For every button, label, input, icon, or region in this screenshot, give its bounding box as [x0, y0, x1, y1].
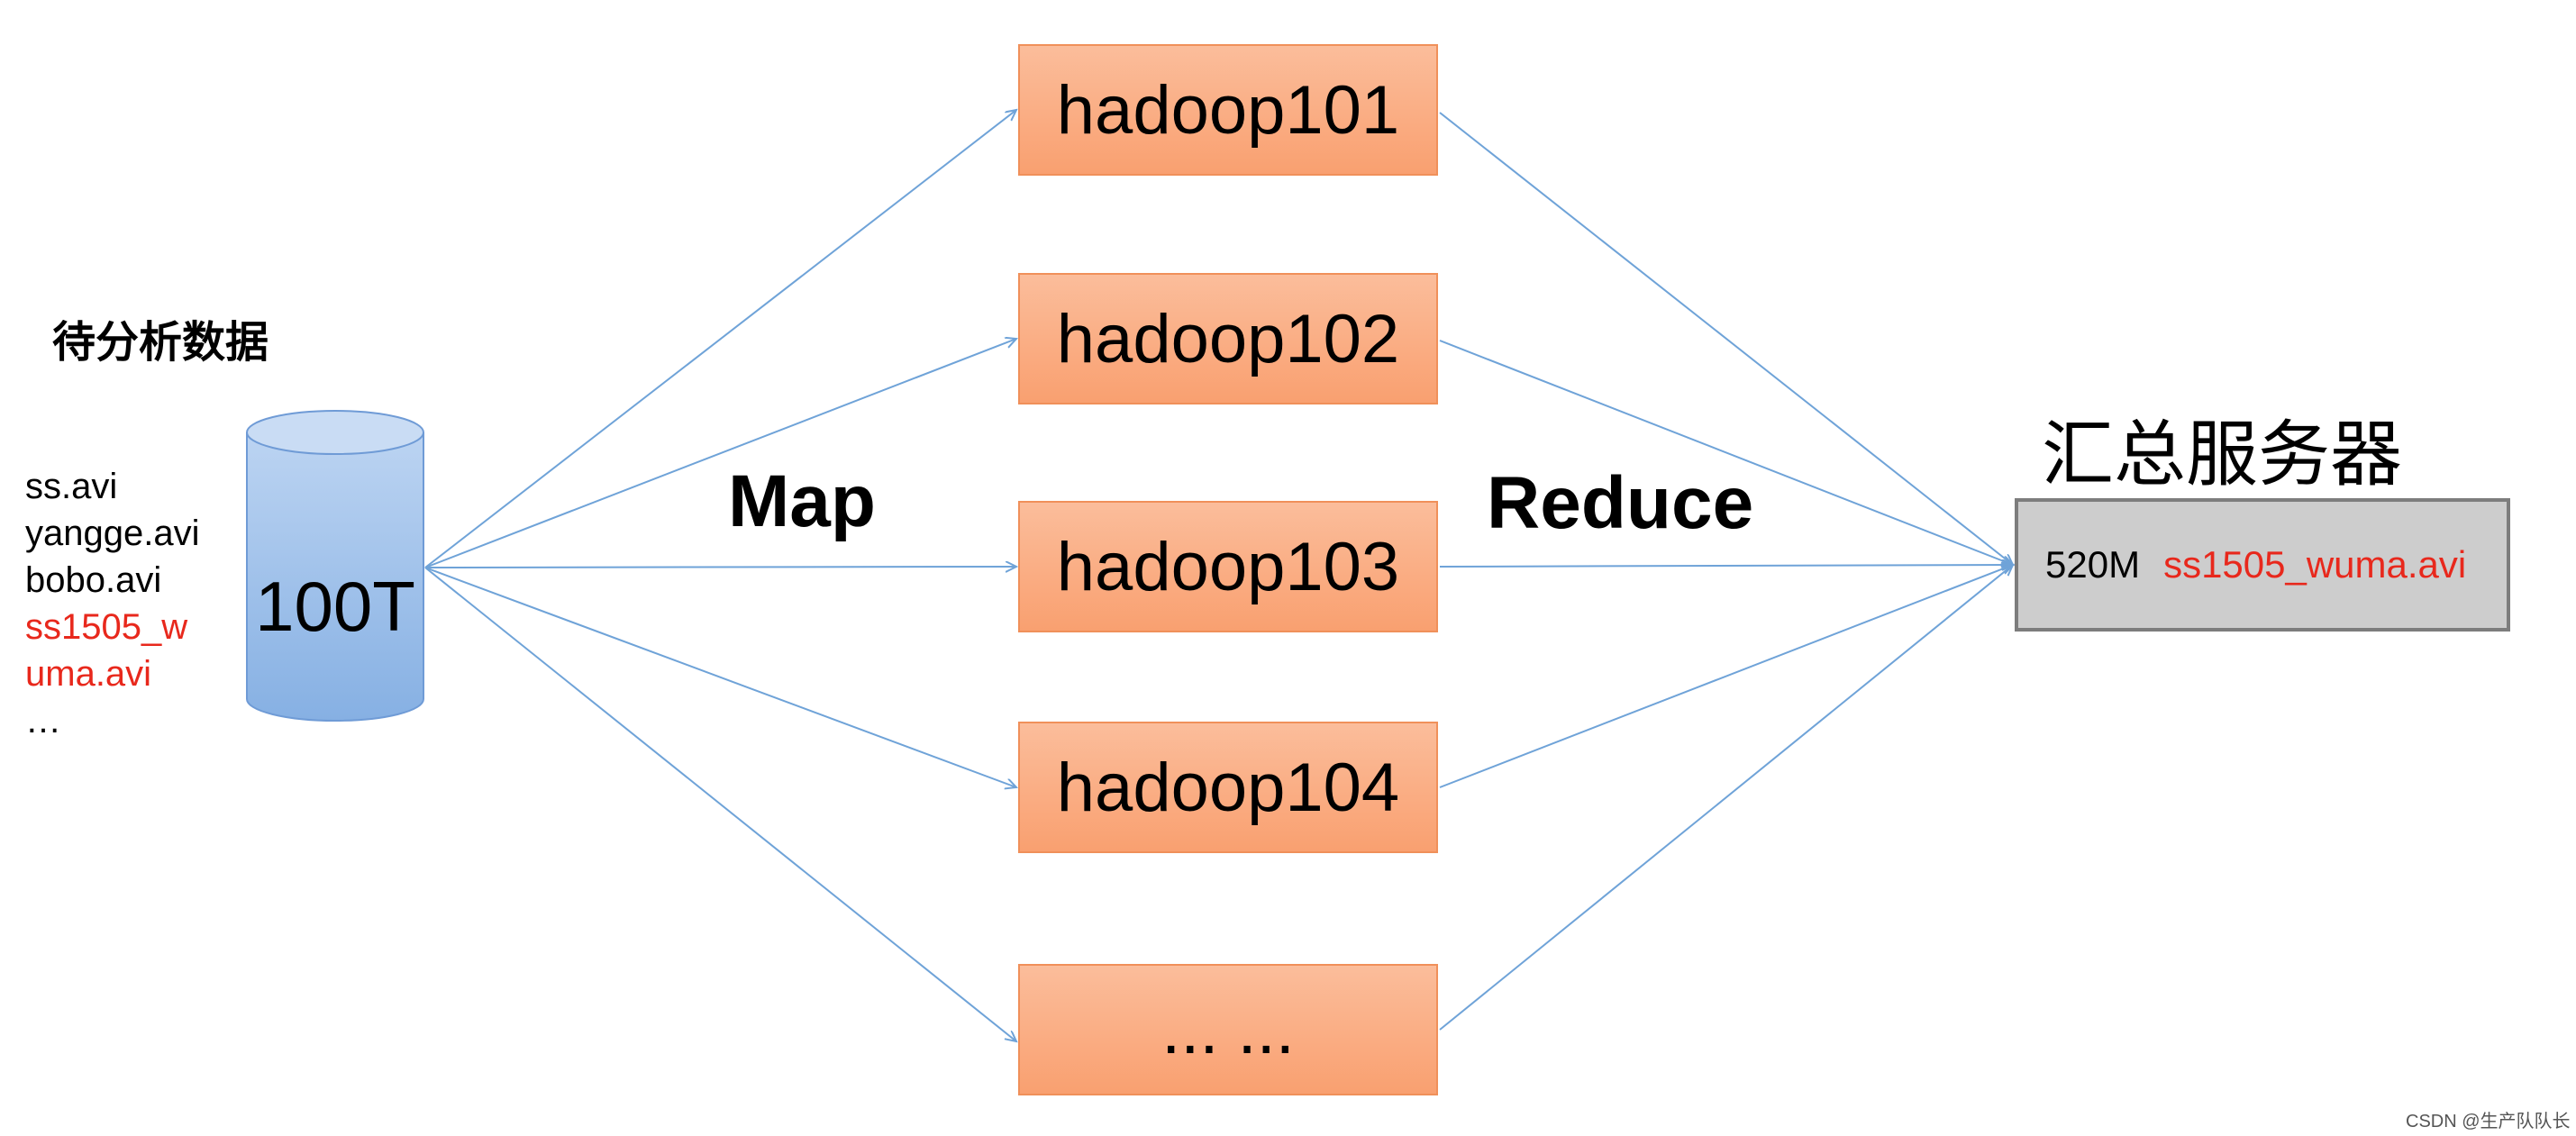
file-item: yangge.avi	[25, 513, 200, 553]
node-hadoop101: hadoop101	[1018, 44, 1438, 176]
node-hadoop104: hadoop104	[1018, 722, 1438, 853]
result-file: ss1505_wuma.avi	[2163, 543, 2467, 586]
summary-server-box: 520M ss1505_wuma.avi	[2015, 498, 2510, 632]
file-item-ellipsis: …	[25, 701, 61, 741]
node-hadoop103: hadoop103	[1018, 501, 1438, 632]
map-arrow-3	[424, 567, 1016, 568]
file-item-highlighted: ss1505_w	[25, 607, 188, 647]
file-item-highlighted: uma.avi	[25, 654, 152, 694]
reduce-phase-label: Reduce	[1487, 462, 1754, 544]
summary-server-title: 汇总服务器	[2042, 413, 2402, 496]
node-hadoop102: hadoop102	[1018, 273, 1438, 404]
file-list: ss.avi yangge.avi bobo.avi ss1505_w uma.…	[25, 463, 199, 744]
reduce-arrow-3	[1439, 565, 2013, 567]
map-arrow-4	[424, 567, 1016, 787]
source-data-title: 待分析数据	[52, 317, 269, 368]
storage-cylinder-icon	[246, 410, 424, 722]
reduce-arrow-1	[1439, 112, 2013, 565]
map-arrows	[424, 110, 1016, 1041]
reduce-arrows	[1439, 112, 2013, 1031]
map-arrow-2	[424, 339, 1016, 568]
reduce-arrow-4	[1439, 565, 2013, 788]
map-phase-label: Map	[728, 460, 876, 542]
map-arrow-5	[424, 567, 1016, 1041]
reduce-arrow-2	[1439, 340, 2013, 565]
file-item: ss.avi	[25, 467, 118, 506]
storage-size-label: 100T	[255, 567, 415, 646]
result-size: 520M	[2045, 543, 2141, 586]
map-arrow-1	[424, 110, 1016, 568]
node-more: ... ...	[1018, 964, 1438, 1095]
file-item: bobo.avi	[25, 560, 162, 600]
watermark: CSDN @生产队队长	[2406, 1112, 2571, 1131]
reduce-arrow-5	[1439, 565, 2013, 1031]
